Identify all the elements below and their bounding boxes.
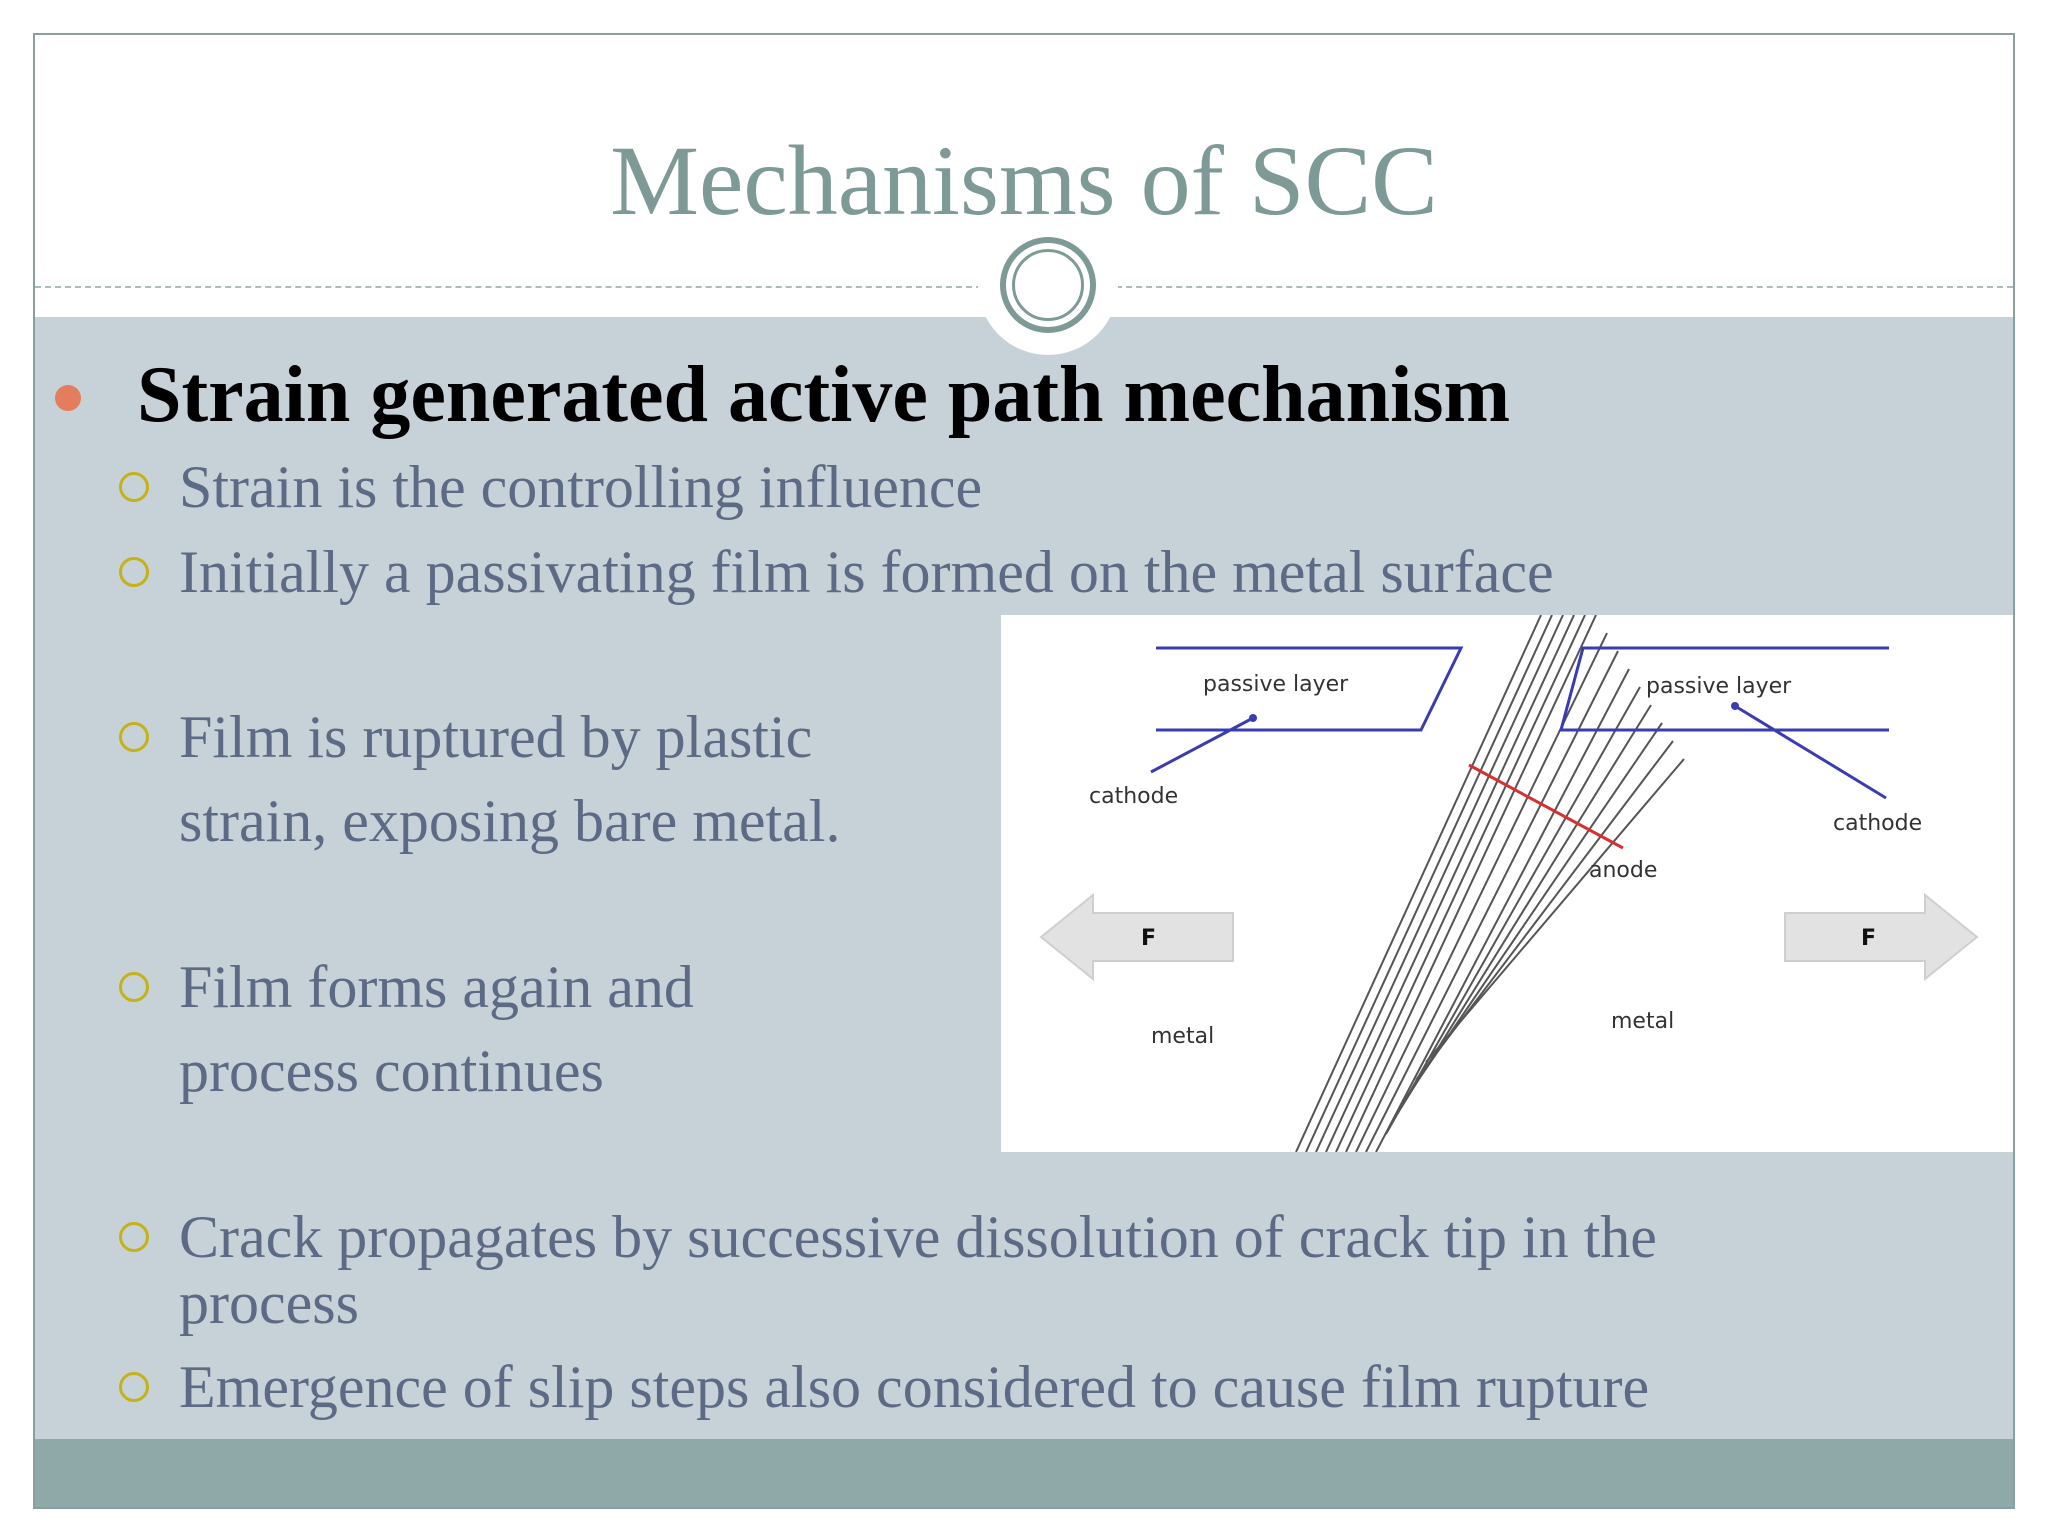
label-force-right: F bbox=[1861, 926, 1876, 951]
slip-line bbox=[1385, 686, 1641, 1135]
sub-bullet-text: Initially a passivating film is formed o… bbox=[179, 539, 1554, 605]
passive-layer-right-outline bbox=[1559, 646, 1889, 732]
label-anode: anode bbox=[1589, 858, 1657, 883]
label-metal-right: metal bbox=[1611, 1009, 1674, 1034]
cathode-left-pointer-dot bbox=[1249, 714, 1257, 722]
diagram-svg: passive layer passive layer cathode cath… bbox=[1039, 615, 1979, 1152]
sub-bullet-text: Strain is the controlling influence bbox=[179, 454, 983, 520]
sub-bullet-text-continued: process continues bbox=[179, 1038, 604, 1104]
slip-line bbox=[1375, 668, 1630, 1152]
sub-bullet-text: Emergence of slip steps also considered … bbox=[179, 1354, 1650, 1420]
bullet-dot-icon bbox=[55, 385, 81, 411]
label-metal-left: metal bbox=[1151, 1024, 1214, 1049]
cathode-left-pointer bbox=[1150, 716, 1254, 774]
heading-text: Strain generated active path mechanism bbox=[137, 351, 1511, 439]
slide-title: Mechanisms of SCC bbox=[610, 125, 1438, 236]
label-cathode-left: cathode bbox=[1089, 784, 1178, 809]
slip-line bbox=[1365, 650, 1619, 1152]
slip-line bbox=[1345, 615, 1597, 1152]
sub-bullet-text: Film forms again and bbox=[179, 954, 694, 1020]
slip-line bbox=[1325, 615, 1575, 1152]
label-passive-layer-left: passive layer bbox=[1203, 672, 1349, 697]
footer-band bbox=[35, 1439, 2013, 1507]
force-arrow-right-icon bbox=[1784, 892, 1979, 982]
cathode-right-pointer bbox=[1734, 704, 1887, 800]
bullet-ring-icon bbox=[119, 472, 149, 502]
label-passive-layer-right: passive layer bbox=[1646, 674, 1792, 699]
bullet-ring-icon bbox=[119, 557, 149, 587]
bullet-ring-icon bbox=[119, 722, 149, 752]
sub-bullet-text: Film is ruptured by plastic bbox=[179, 704, 813, 770]
slip-line bbox=[1335, 615, 1586, 1152]
slide: Mechanisms of SCC Strain generated activ… bbox=[33, 33, 2015, 1509]
slip-lines bbox=[1295, 615, 1685, 1152]
bullet-ring-icon bbox=[119, 1372, 149, 1402]
force-arrow-left-icon bbox=[1039, 892, 1234, 982]
slip-line bbox=[1315, 615, 1564, 1152]
bullet-ring-icon bbox=[119, 972, 149, 1002]
title-ornament-ring bbox=[1000, 237, 1096, 333]
anode-pointer bbox=[1468, 763, 1624, 850]
slip-line bbox=[1425, 758, 1685, 1063]
label-cathode-right: cathode bbox=[1833, 811, 1922, 836]
passive-layer-left-outline bbox=[1156, 646, 1464, 732]
label-force-left: F bbox=[1141, 926, 1156, 951]
cathode-right-pointer-dot bbox=[1731, 702, 1739, 710]
sub-bullet-text-continued: strain, exposing bare metal. bbox=[179, 788, 841, 854]
slip-line bbox=[1305, 615, 1553, 1152]
slip-line bbox=[1295, 615, 1542, 1152]
sub-bullet-text: Crack propagates by successive dissoluti… bbox=[179, 1204, 1657, 1270]
sub-bullet-text-continued: process bbox=[179, 1270, 359, 1336]
bullet-ring-icon bbox=[119, 1222, 149, 1252]
scc-mechanism-diagram: passive layer passive layer cathode cath… bbox=[1001, 615, 2013, 1152]
